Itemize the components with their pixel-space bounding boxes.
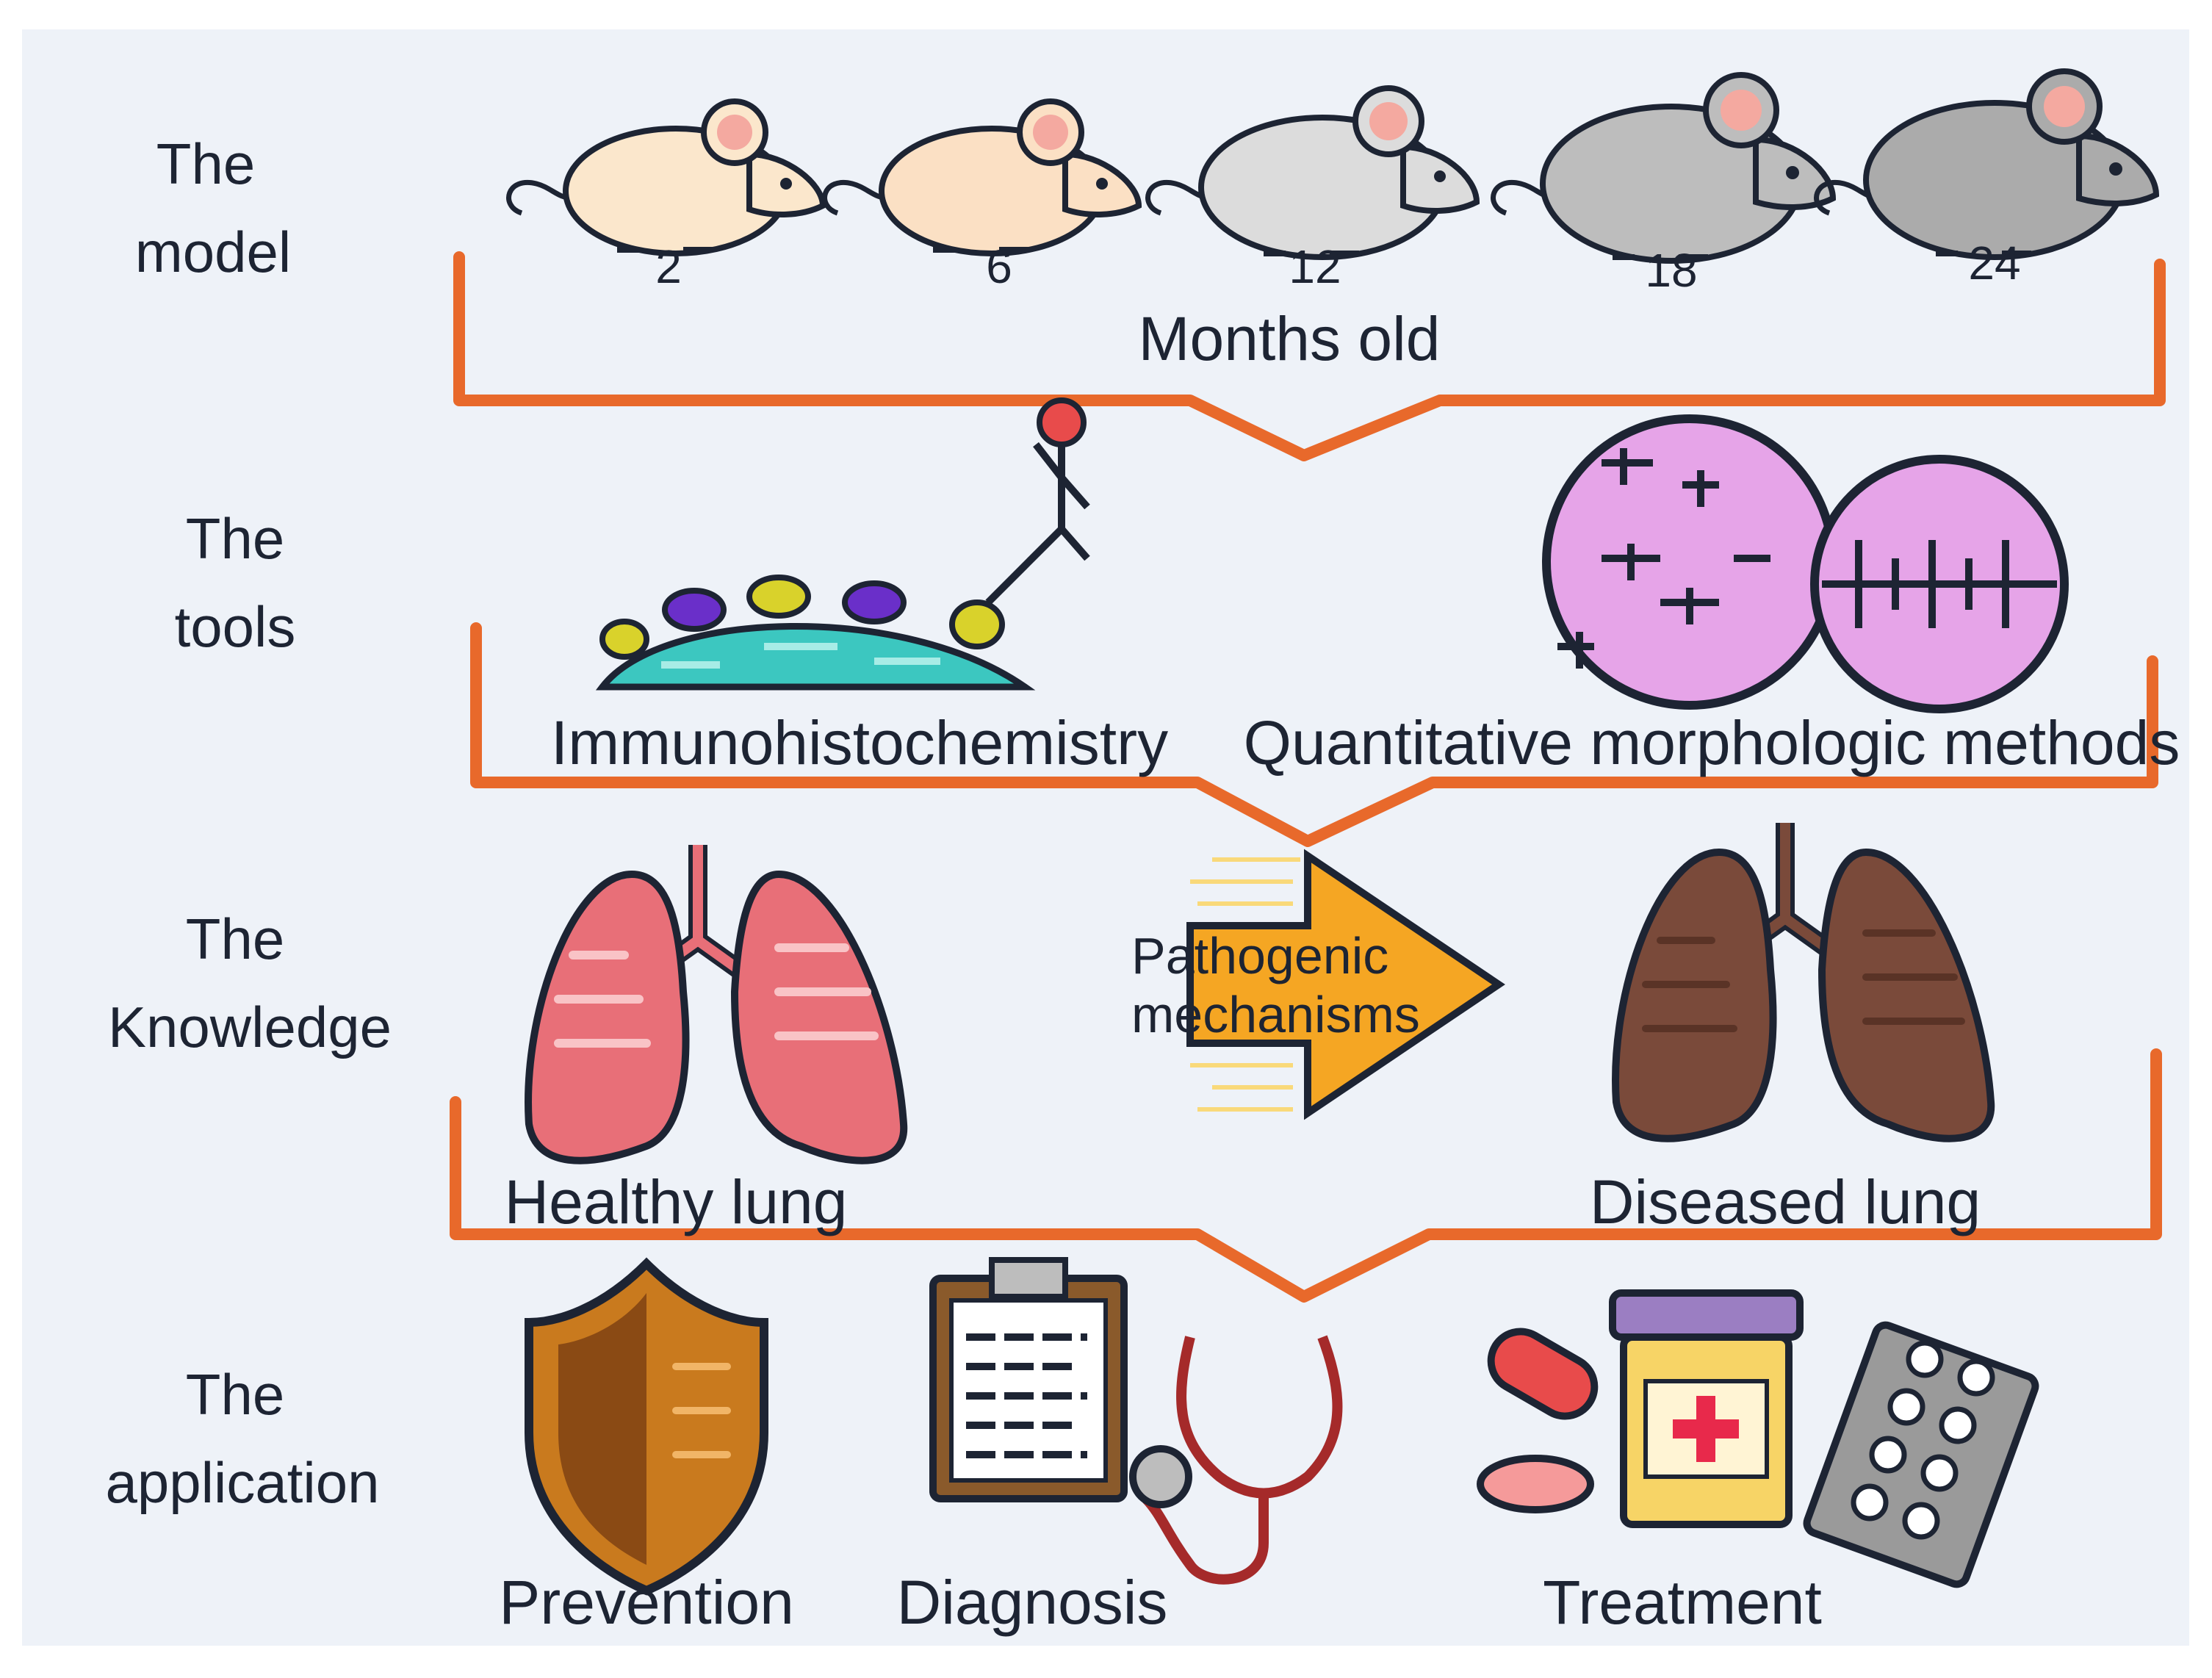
healthy-lung-icon <box>525 845 908 1164</box>
quantitative-morphologic-label: Quantitative morphologic methods <box>1244 708 2180 777</box>
mouse-icon-age-2 <box>506 98 826 256</box>
mouse-icon-age-24 <box>1814 68 2160 260</box>
healthy-lung-label: Healthy lung <box>505 1167 848 1236</box>
treatment-label: Treatment <box>1543 1568 1822 1637</box>
mouse-icon-age-18 <box>1491 72 1837 264</box>
diseased-lung-label: Diseased lung <box>1590 1167 1981 1236</box>
prevention-label: Prevention <box>499 1568 794 1637</box>
stethoscope-icon <box>1129 1335 1343 1585</box>
pathogenic-arrow <box>1186 849 1505 1120</box>
pathogenic-label-line2: mechanisms <box>1131 986 1420 1043</box>
age-label-18: 18 <box>1645 244 1697 297</box>
row-label-knowledge-line2: Knowledge <box>108 995 392 1059</box>
age-label-6: 6 <box>986 240 1012 293</box>
row-label-knowledge-line1: The <box>186 907 284 971</box>
bracket-model <box>453 251 2166 461</box>
mouse-icon-age-12 <box>1145 85 1480 260</box>
row-label-model-line1: The <box>156 132 255 196</box>
bracket-tools <box>470 622 2158 847</box>
immunohistochemistry-label: Immunohistochemistry <box>551 708 1168 777</box>
shield-icon <box>525 1257 768 1596</box>
morphology-circles <box>1542 414 2069 713</box>
mouse-icon-age-6 <box>822 98 1142 256</box>
age-label-24: 24 <box>1968 237 2020 289</box>
mouse-icons <box>506 68 2160 264</box>
clipboard-icon <box>929 1257 1128 1502</box>
row-label-application-line1: The <box>186 1362 284 1427</box>
months-old-label: Months old <box>1139 304 1441 373</box>
row-label-tools-line2: tools <box>175 594 296 659</box>
row-label-application-line2: application <box>106 1450 380 1515</box>
row-label-tools-line1: The <box>186 506 284 571</box>
age-label-2: 2 <box>655 240 682 293</box>
pathogenic-label-line1: Pathogenic <box>1131 927 1388 984</box>
bracket-arrows <box>450 251 2166 1303</box>
diagnosis-label: Diagnosis <box>897 1568 1168 1637</box>
diseased-lung-icon <box>1612 823 1995 1142</box>
age-label-12: 12 <box>1289 240 1341 293</box>
medicine-icon <box>1477 1289 1804 1528</box>
row-label-model-line2: model <box>135 220 291 284</box>
stereology-circle-1 <box>1542 414 1837 710</box>
immunohistochemistry-illustration <box>595 397 1090 691</box>
pill-blister-icon <box>1803 1321 2039 1588</box>
bracket-knowledge <box>450 1048 2162 1303</box>
